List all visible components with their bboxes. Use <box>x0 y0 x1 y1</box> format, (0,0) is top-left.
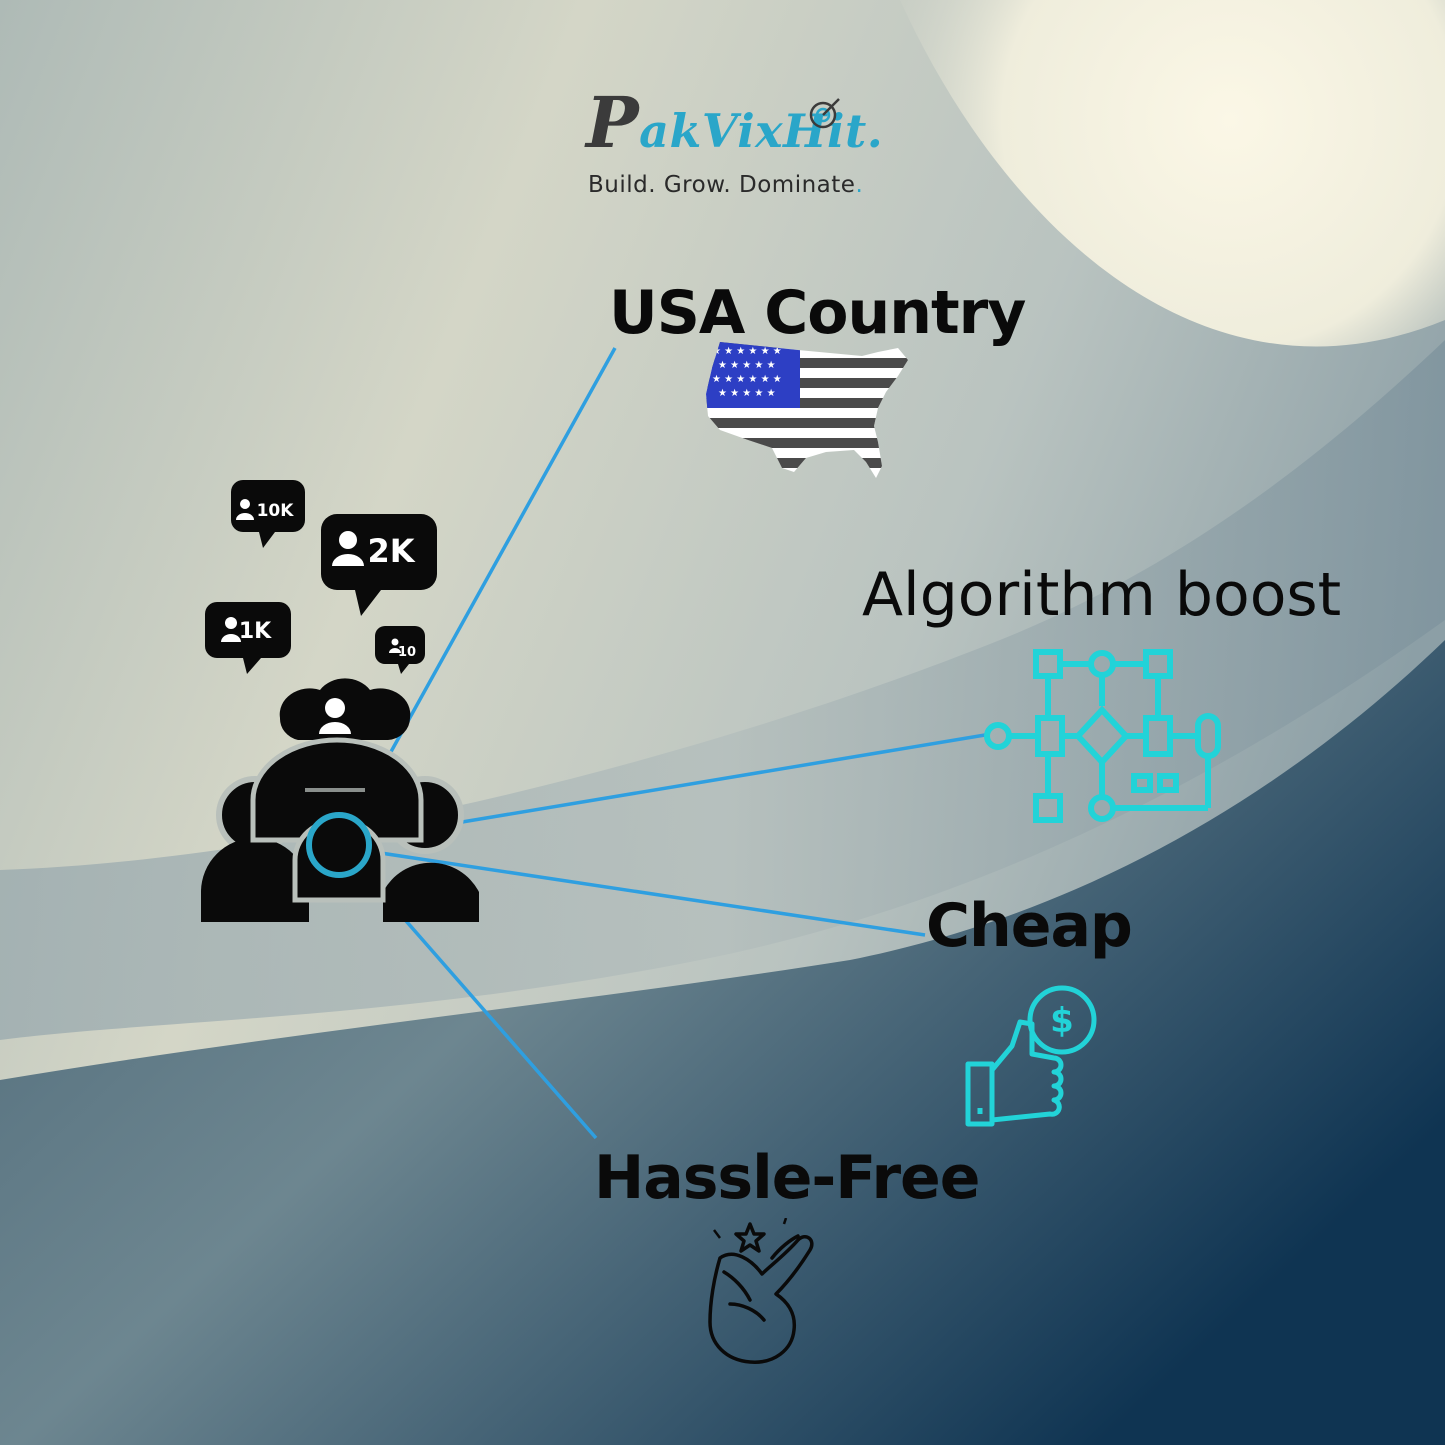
follower-badge-icon <box>231 480 305 548</box>
svg-text:★ ★ ★ ★ ★ ★: ★ ★ ★ ★ ★ ★ <box>712 346 782 357</box>
svg-text:★ ★ ★ ★ ★: ★ ★ ★ ★ ★ <box>718 360 776 371</box>
brand-tagline: Build. Grow. Dominate. <box>588 174 863 197</box>
badge-count-label: 10K <box>257 501 295 521</box>
connector-cheap <box>373 850 926 937</box>
badge-count-label: 1K <box>239 619 272 644</box>
connector-usa <box>350 347 617 823</box>
audience-group-icon: 10K 2K 1K 10 <box>201 480 479 922</box>
brand-logo: PakVixHit. <box>586 88 883 158</box>
brand-tagline-dot: . <box>855 172 864 198</box>
usa-flag-map-icon: ★ ★ ★ ★ ★ ★ ★ ★ ★ ★ ★ ★ ★ ★ ★ ★ ★ ★ ★ ★ … <box>706 342 908 478</box>
follower-badge-icon <box>321 514 437 616</box>
svg-text:★ ★ ★ ★ ★: ★ ★ ★ ★ ★ <box>718 388 776 399</box>
connector-algorithm <box>377 733 986 838</box>
brand-initial: P <box>586 81 640 164</box>
svg-text:$: $ <box>1050 1001 1074 1041</box>
badge-count-label: 10 <box>398 645 416 660</box>
target-logo-icon <box>809 98 840 129</box>
brand-name: akVixHit. <box>639 104 884 158</box>
follower-badge-icon <box>375 626 425 674</box>
finger-snap-icon <box>708 1218 814 1364</box>
feature-label-hassle-free: Hassle-Free <box>594 1143 980 1213</box>
feature-label-cheap: Cheap <box>926 891 1133 961</box>
connector-hassle <box>370 880 598 1140</box>
svg-text:★ ★ ★ ★ ★ ★: ★ ★ ★ ★ ★ ★ <box>712 374 782 385</box>
feature-label-usa: USA Country <box>609 278 1026 348</box>
flowchart-algorithm-icon <box>984 649 1221 823</box>
badge-count-label: 2K <box>367 532 415 570</box>
thumbs-up-dollar-icon: $ <box>965 985 1097 1127</box>
feature-label-algorithm: Algorithm boost <box>862 560 1342 630</box>
follower-badge-icon <box>205 602 291 674</box>
brand-tagline-text: Build. Grow. Dominate <box>588 172 856 198</box>
